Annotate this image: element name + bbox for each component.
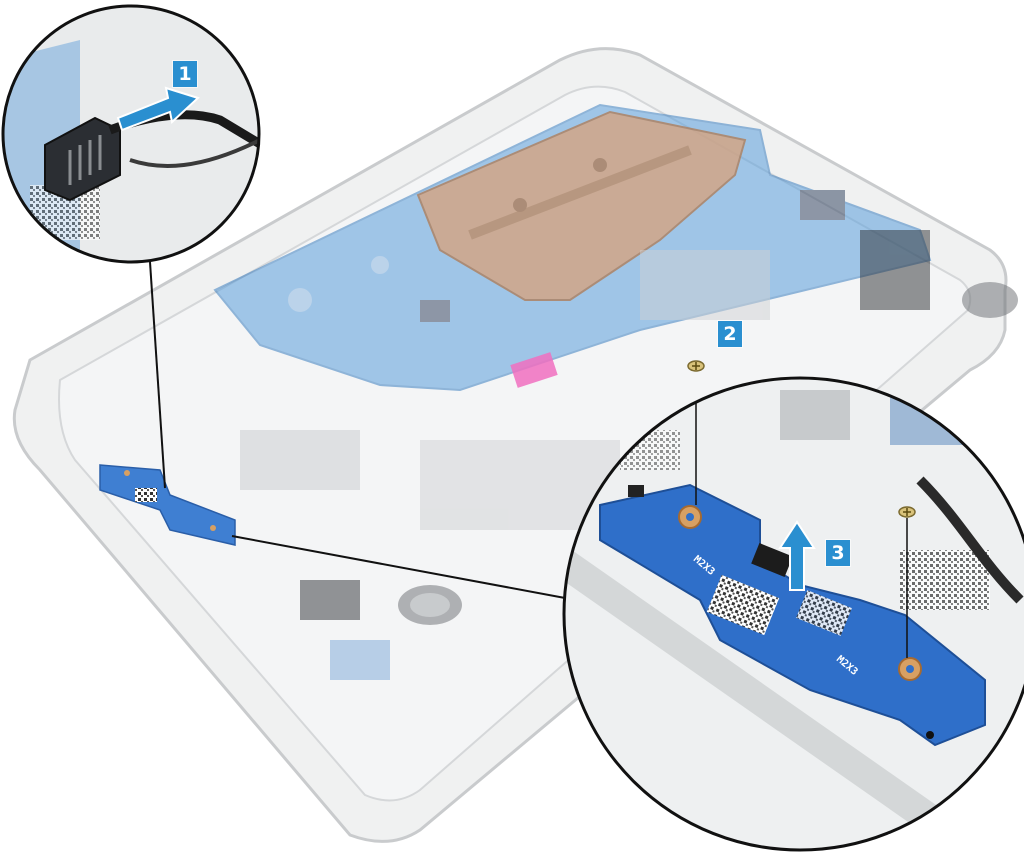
screw-icon xyxy=(898,506,916,658)
screw-icon xyxy=(687,360,705,372)
zoom-callout-board-outline xyxy=(562,376,1024,852)
step-badge-2: 2 xyxy=(718,321,742,347)
zoom-callout-connector xyxy=(1,4,261,264)
arrow-up-icon xyxy=(778,520,816,591)
callout-line-1 xyxy=(149,261,166,489)
step-badge-1: 1 xyxy=(173,61,197,87)
copper-heatsink xyxy=(416,110,747,301)
zoom-callout-connector-outline xyxy=(1,4,261,264)
arrow-right-icon xyxy=(116,86,200,132)
callout-line-2 xyxy=(231,535,566,599)
chassis-components xyxy=(240,230,1018,680)
zoom-callout-board: M2X3 M2X3 xyxy=(562,376,1024,852)
power-button-board: M2X3 M2X3 xyxy=(599,483,986,747)
connector-icon xyxy=(44,116,121,202)
step-badge-3: 3 xyxy=(826,540,850,566)
power-button-board-small xyxy=(99,464,236,546)
pink-tape xyxy=(510,352,558,388)
